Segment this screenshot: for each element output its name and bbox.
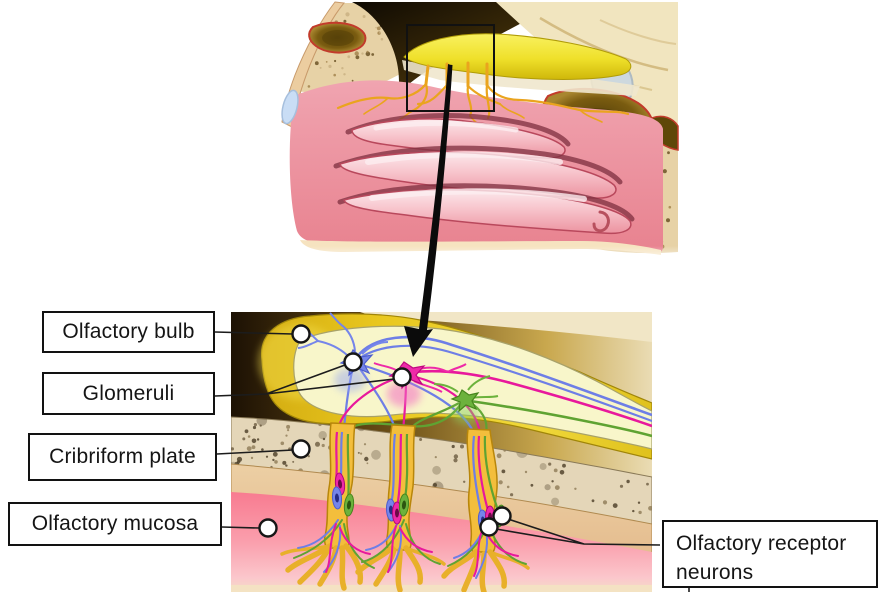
mitral-cell-green xyxy=(433,375,499,413)
label-text: Olfactory receptor neurons xyxy=(676,532,847,584)
label-olfactory-bulb: Olfactory bulb xyxy=(42,311,215,353)
label-olfactory-mucosa: Olfactory mucosa xyxy=(8,502,222,546)
turbinates xyxy=(333,113,635,235)
marker-cribriform-plate xyxy=(291,439,311,459)
leader-lines xyxy=(214,331,690,592)
bottom-fade xyxy=(278,246,680,266)
glomerulus-glow-green xyxy=(452,404,480,424)
zoom-arrow xyxy=(404,64,453,357)
label-cribriform-plate: Cribriform plate xyxy=(28,433,217,481)
olfactory-bulb-small xyxy=(403,33,632,80)
marker-receptor-neuron-b xyxy=(479,517,499,537)
label-text: Olfactory mucosa xyxy=(31,512,199,535)
glomerulus-glow-blue xyxy=(334,368,366,392)
dendrite-roots-gold xyxy=(280,543,530,592)
inset-top-cream xyxy=(360,312,652,342)
label-text: Glomeruli xyxy=(82,381,175,405)
highlight-rectangle xyxy=(406,24,495,112)
leader-cribriform-plate xyxy=(216,449,294,455)
axon-tracts xyxy=(350,335,652,438)
bulb-interior xyxy=(293,325,652,450)
nasal-cartilage xyxy=(281,89,299,125)
leader-olfactory-bulb xyxy=(214,331,294,335)
leader-olfactory-mucosa xyxy=(221,526,260,529)
leader-receptor-neurons xyxy=(495,518,661,546)
marker-olfactory-mucosa xyxy=(258,518,278,538)
marker-glomerulus-blue xyxy=(343,352,363,372)
markers xyxy=(258,324,512,538)
inset-bottom-strip xyxy=(231,585,652,592)
dendrite-roots-colored xyxy=(293,519,527,579)
label-text: Cribriform plate xyxy=(49,445,196,468)
label-glomeruli: Glomeruli xyxy=(42,372,215,415)
marker-olfactory-bulb xyxy=(291,324,311,344)
nasopharynx-fold xyxy=(592,210,610,233)
marker-receptor-neuron-a xyxy=(492,506,512,526)
label-olfactory-receptor-neurons: Olfactory receptor neurons xyxy=(662,520,878,588)
label-text: Olfactory bulb xyxy=(62,320,195,343)
overview-illustration xyxy=(278,1,680,266)
marker-glomerulus-magenta xyxy=(392,367,412,387)
leader-glomeruli xyxy=(214,364,395,397)
glomerulus-glow-magenta xyxy=(387,381,421,407)
frontal-sinus-shadow xyxy=(322,30,354,46)
